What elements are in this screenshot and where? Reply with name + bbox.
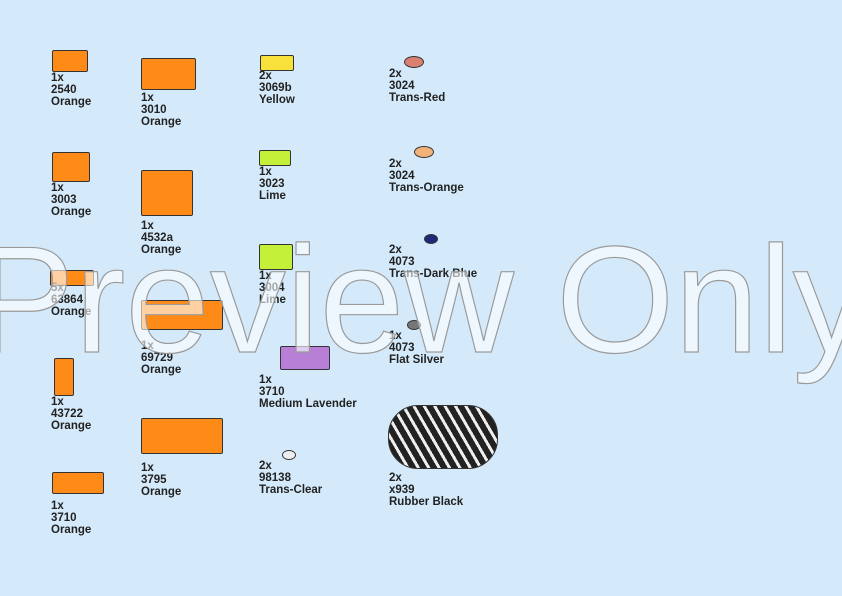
part-qty: 2x bbox=[259, 70, 272, 82]
part-color: Rubber Black bbox=[389, 496, 464, 508]
part-id: 98138 bbox=[259, 472, 291, 484]
part-color: Orange bbox=[51, 306, 92, 318]
part-qty: 1x bbox=[51, 396, 64, 408]
part-image bbox=[388, 405, 498, 469]
part-id: 3004 bbox=[259, 282, 285, 294]
part-color: Orange bbox=[51, 206, 92, 218]
part-image bbox=[404, 56, 424, 68]
part-color: Flat Silver bbox=[389, 354, 444, 366]
part-qty: 1x bbox=[51, 500, 64, 512]
part-id: 3710 bbox=[51, 512, 77, 524]
part-image bbox=[141, 170, 193, 216]
part-color: Orange bbox=[51, 96, 92, 108]
part-color: Orange bbox=[141, 116, 182, 128]
part-qty: 1x bbox=[259, 270, 272, 282]
part-id: 3069b bbox=[259, 82, 292, 94]
part-color: Medium Lavender bbox=[259, 398, 357, 410]
part-id: x939 bbox=[389, 484, 415, 496]
part-color: Orange bbox=[51, 420, 92, 432]
part-id: 3024 bbox=[389, 80, 415, 92]
part-image bbox=[280, 346, 330, 370]
part-qty: 2x bbox=[389, 244, 402, 256]
part-image bbox=[52, 472, 104, 494]
part-image bbox=[259, 244, 293, 270]
part-color: Orange bbox=[141, 486, 182, 498]
part-image bbox=[424, 234, 438, 244]
part-qty: 1x bbox=[259, 166, 272, 178]
part-id: 4073 bbox=[389, 342, 415, 354]
part-image bbox=[414, 146, 434, 158]
part-qty: 1x bbox=[51, 182, 64, 194]
part-qty: 1x bbox=[51, 72, 64, 84]
part-qty: 1x bbox=[141, 462, 154, 474]
part-image bbox=[282, 450, 296, 460]
part-color: Trans-Orange bbox=[389, 182, 464, 194]
part-color: Yellow bbox=[259, 94, 295, 106]
part-image bbox=[50, 270, 94, 286]
part-color: Orange bbox=[141, 364, 182, 376]
part-color: Trans-Dark Blue bbox=[389, 268, 478, 280]
part-image bbox=[52, 152, 90, 182]
part-id: 3023 bbox=[259, 178, 285, 190]
part-image bbox=[260, 55, 294, 71]
part-color: Trans-Red bbox=[389, 92, 446, 104]
part-color: Trans-Clear bbox=[259, 484, 323, 496]
part-image bbox=[52, 50, 88, 72]
part-qty: 2x bbox=[389, 158, 402, 170]
part-color: Orange bbox=[51, 524, 92, 536]
part-color: Orange bbox=[141, 244, 182, 256]
part-image bbox=[141, 418, 223, 454]
part-id: 3003 bbox=[51, 194, 77, 206]
part-id: 43722 bbox=[51, 408, 83, 420]
part-image bbox=[54, 358, 74, 396]
part-image bbox=[407, 320, 421, 330]
part-id: 4073 bbox=[389, 256, 415, 268]
part-id: 3010 bbox=[141, 104, 167, 116]
part-qty: 2x bbox=[259, 460, 272, 472]
part-id: 4532a bbox=[141, 232, 173, 244]
part-id: 3024 bbox=[389, 170, 415, 182]
part-qty: 2x bbox=[389, 68, 402, 80]
part-id: 2540 bbox=[51, 84, 77, 96]
part-qty: 2x bbox=[389, 472, 402, 484]
part-qty: 5x bbox=[51, 282, 64, 294]
part-image bbox=[141, 58, 196, 90]
part-id: 63864 bbox=[51, 294, 83, 306]
part-qty: 1x bbox=[141, 340, 154, 352]
part-qty: 1x bbox=[259, 374, 272, 386]
part-qty: 1x bbox=[141, 92, 154, 104]
part-id: 3795 bbox=[141, 474, 167, 486]
part-color: Lime bbox=[259, 294, 286, 306]
part-image bbox=[259, 150, 291, 166]
part-id: 3710 bbox=[259, 386, 285, 398]
part-color: Lime bbox=[259, 190, 286, 202]
part-id: 69729 bbox=[141, 352, 173, 364]
part-qty: 1x bbox=[389, 330, 402, 342]
part-image bbox=[141, 300, 223, 330]
part-qty: 1x bbox=[141, 220, 154, 232]
